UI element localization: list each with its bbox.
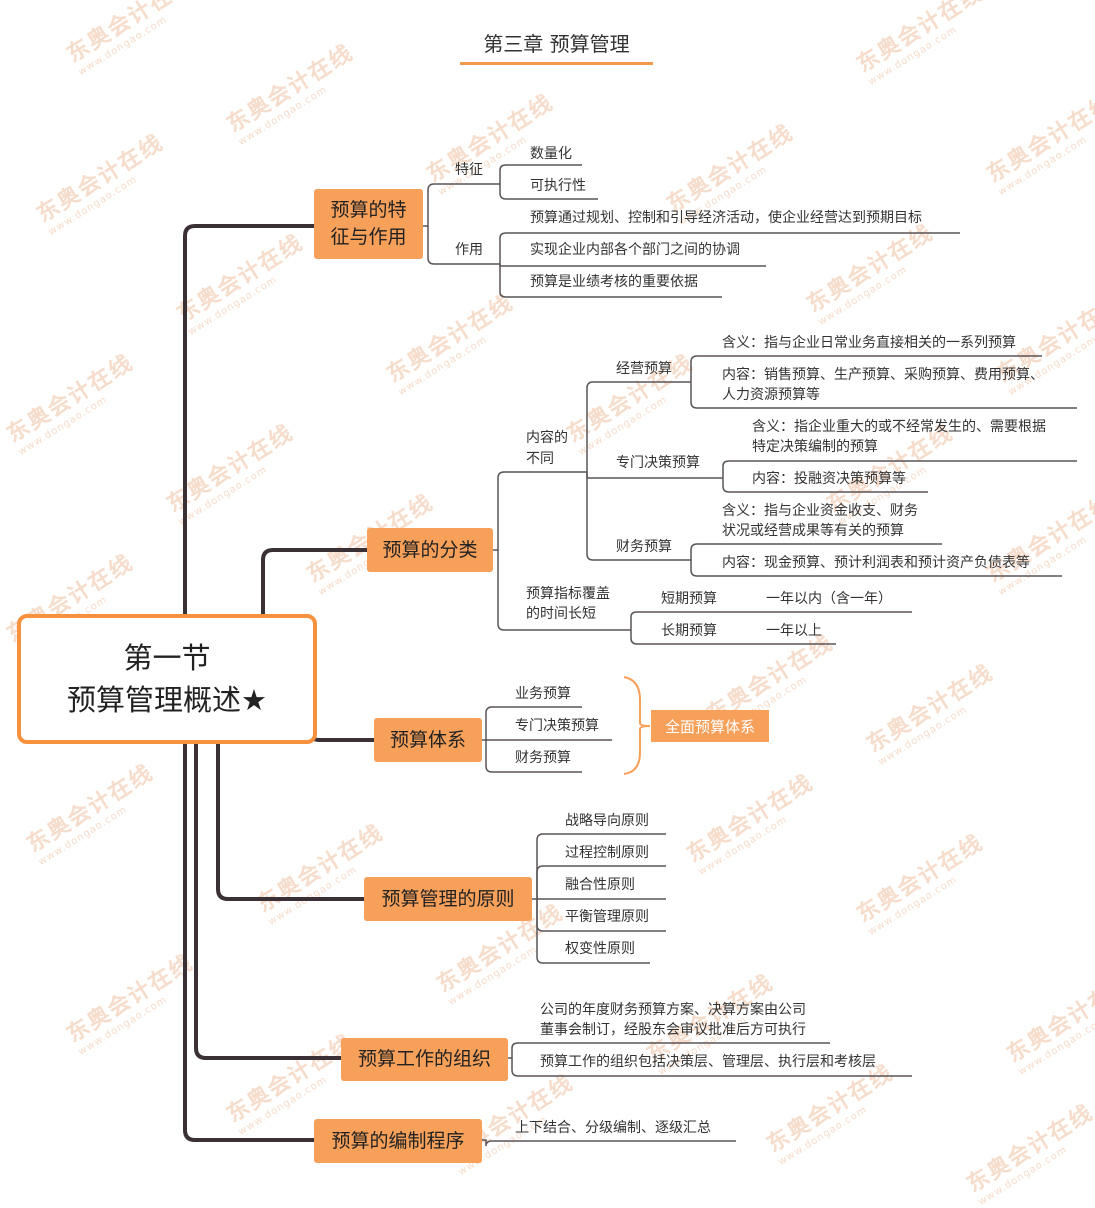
feature-item: 可执行性 bbox=[530, 178, 586, 194]
features-zuoyong-label: 作用 bbox=[455, 242, 483, 258]
financial-meaning: 含义：指与企业资金收支、财务状况或经营成果等有关的预算 bbox=[722, 503, 918, 539]
branch-features: 预算的特征与作用 bbox=[314, 189, 423, 259]
branch-system: 预算体系 bbox=[374, 718, 482, 762]
operating-meaning: 含义：指与企业日常业务直接相关的一系列预算 bbox=[722, 335, 1016, 351]
period-label: 预算指标覆盖的时间长短 bbox=[526, 586, 610, 622]
special-budget-label: 专门决策预算 bbox=[616, 455, 700, 471]
principle-item: 融合性原则 bbox=[565, 877, 635, 893]
branch-procedure: 预算的编制程序 bbox=[314, 1119, 482, 1163]
organization-item: 公司的年度财务预算方案、决算方案由公司董事会制订，经股东会审议批准后方可执行 bbox=[540, 1002, 806, 1038]
function-item: 预算是业绩考核的重要依据 bbox=[530, 274, 698, 290]
root-node: 第一节 预算管理概述★ bbox=[17, 614, 317, 744]
principle-item: 权变性原则 bbox=[565, 941, 635, 957]
operating-budget-label: 经营预算 bbox=[616, 361, 672, 377]
financial-budget-label: 财务预算 bbox=[616, 539, 672, 555]
features-tezheng-label: 特征 bbox=[455, 162, 483, 178]
procedure-item: 上下结合、分级编制、逐级汇总 bbox=[515, 1120, 711, 1136]
branch-organization: 预算工作的组织 bbox=[341, 1038, 508, 1081]
comprehensive-budget-tag: 全面预算体系 bbox=[651, 710, 769, 742]
branch-classification: 预算的分类 bbox=[367, 528, 493, 572]
short-term-desc: 一年以内（含一年） bbox=[766, 591, 892, 607]
principle-item: 战略导向原则 bbox=[565, 813, 649, 829]
principle-item: 平衡管理原则 bbox=[565, 909, 649, 925]
title-underline bbox=[460, 62, 653, 65]
operating-content: 内容：销售预算、生产预算、采购预算、费用预算、人力资源预算等 bbox=[722, 367, 1044, 403]
long-term-budget: 长期预算 bbox=[661, 623, 717, 639]
organization-item: 预算工作的组织包括决策层、管理层、执行层和考核层 bbox=[540, 1054, 876, 1070]
function-item: 实现企业内部各个部门之间的协调 bbox=[530, 242, 740, 258]
special-content: 内容：投融资决策预算等 bbox=[752, 471, 906, 487]
financial-content: 内容：现金预算、预计利润表和预计资产负债表等 bbox=[722, 555, 1030, 571]
root-line2: 预算管理概述★ bbox=[67, 683, 267, 717]
content-diff-label: 内容的不同 bbox=[526, 430, 568, 467]
system-item: 业务预算 bbox=[515, 686, 571, 702]
system-item: 财务预算 bbox=[515, 750, 571, 766]
function-item: 预算通过规划、控制和引导经济活动，使企业经营达到预期目标 bbox=[530, 210, 922, 226]
system-item: 专门决策预算 bbox=[515, 718, 599, 734]
connector-lines bbox=[183, 164, 1077, 1147]
root-line1: 第一节 bbox=[123, 641, 211, 675]
special-meaning: 含义：指企业重大的或不经常发生的、需要根据特定决策编制的预算 bbox=[752, 419, 1046, 455]
chapter-title: 第三章 预算管理 bbox=[483, 32, 630, 56]
long-term-desc: 一年以上 bbox=[766, 623, 822, 639]
feature-item: 数量化 bbox=[530, 146, 572, 162]
short-term-budget: 短期预算 bbox=[661, 591, 717, 607]
branch-principles: 预算管理的原则 bbox=[364, 877, 532, 921]
principle-item: 过程控制原则 bbox=[565, 845, 649, 861]
